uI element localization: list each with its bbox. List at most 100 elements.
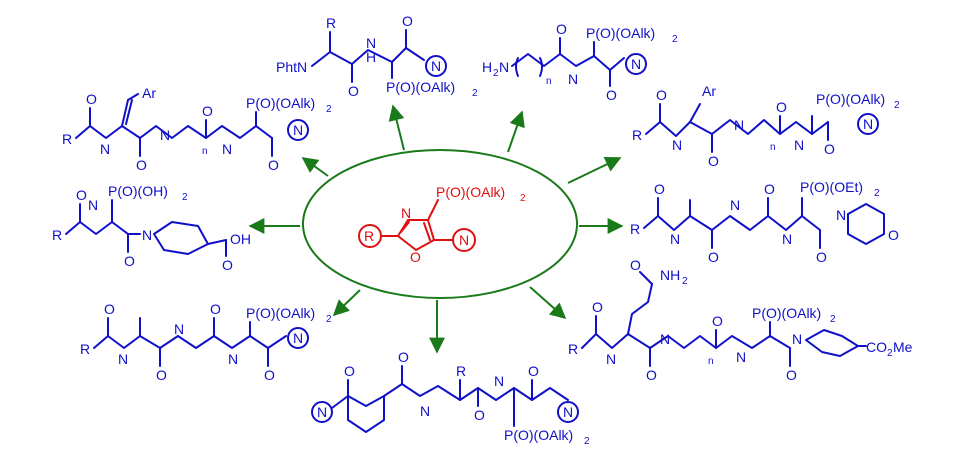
label-o: O <box>104 301 115 317</box>
label-o: O <box>86 91 97 107</box>
label-ar: Ar <box>142 85 156 101</box>
arrow-1 <box>388 104 405 151</box>
core-phosphonate: P(O)(OAlk) <box>436 184 505 200</box>
label-sub2: 2 <box>472 88 478 99</box>
arrow-7 <box>332 289 361 317</box>
core-amine-n: N <box>459 232 469 248</box>
label-o: O <box>776 99 787 115</box>
label-ar: Ar <box>702 83 716 99</box>
product-dehydro-ar: R O N Ar O N n O N P(O)(OAlk) 2 O N <box>62 85 332 173</box>
label-n-ring: N <box>431 58 441 74</box>
label-sub2: 2 <box>894 100 900 111</box>
label-n: N <box>606 351 616 367</box>
label-o: O <box>210 301 221 317</box>
product-phosphonic-acid: R O N P(O)(OH) 2 O N O OH <box>52 183 251 273</box>
label-o: O <box>708 249 719 265</box>
label-n-ring: N <box>293 330 303 346</box>
label-n-ring: N <box>293 122 303 138</box>
label-n-ring: N <box>631 56 641 72</box>
core-r-label: R <box>364 228 374 244</box>
label-o: O <box>556 21 567 37</box>
label-o: O <box>646 367 657 383</box>
label-nh2: NH <box>660 267 680 283</box>
label-r: R <box>632 127 642 143</box>
label-o: O <box>474 407 485 423</box>
label-o: O <box>124 253 135 269</box>
label-n: N <box>568 71 578 87</box>
label-n: N <box>836 207 846 223</box>
label-sub2: 2 <box>672 34 678 45</box>
label-o: O <box>630 257 641 273</box>
central-ellipse <box>302 149 578 299</box>
label-sub2: 2 <box>682 276 688 287</box>
label-r: R <box>326 15 336 31</box>
product-phtn-peptide: PhtN R O N H P(O)(OAlk) 2 O N <box>276 13 478 99</box>
label-phosphonate: P(O)(OAlk) <box>386 79 455 95</box>
label-n: N <box>118 351 128 367</box>
product-ala-gly: R O N O N O N P(O)(OAlk) 2 O N <box>80 301 332 383</box>
label-o: O <box>402 13 413 29</box>
label-n-ring: N <box>563 404 573 420</box>
label-o: O <box>76 187 87 203</box>
label-o: O <box>654 181 665 197</box>
product-h2n-peptide: H 2 N n O N P(O)(OAlk) 2 O N <box>482 21 678 103</box>
label-h: H <box>482 59 492 75</box>
label-sub2: 2 <box>584 436 590 447</box>
product-phthalic-diamide: N O O N R O N P(O)(OAlk) 2 O N <box>311 349 590 447</box>
label-n-sub: n <box>202 146 208 157</box>
label-o: O <box>202 103 213 119</box>
label-r: R <box>630 221 640 237</box>
label-phosphonate: P(O)(OAlk) <box>246 95 315 111</box>
label-n-sub: n <box>708 356 714 367</box>
label-sub2: 2 <box>326 104 332 115</box>
label-n-ring: N <box>863 116 873 132</box>
label-n: N <box>794 137 804 153</box>
label-sub2: 2 <box>182 192 188 203</box>
label-n: N <box>730 197 740 213</box>
label-sub2: 2 <box>874 188 880 199</box>
label-o-ring: O <box>888 227 899 243</box>
label-o: O <box>606 87 617 103</box>
core-ring-n: N <box>401 205 411 221</box>
label-o: O <box>344 363 355 379</box>
label-n: N <box>228 351 238 367</box>
label-o: O <box>222 257 233 273</box>
label-n: N <box>660 331 670 347</box>
label-o: O <box>708 153 719 169</box>
arrow-2 <box>507 110 525 153</box>
label-sub2: 2 <box>326 314 332 325</box>
label-n: N <box>420 403 430 419</box>
label-r: R <box>62 131 72 147</box>
label-n: N <box>88 197 98 213</box>
label-phtn: PhtN <box>276 59 307 75</box>
label-o: O <box>398 349 409 365</box>
reaction-arrows <box>248 104 624 354</box>
label-h: H <box>366 49 376 65</box>
label-n: N <box>670 231 680 247</box>
label-o: O <box>268 157 279 173</box>
product-gln-piperidine: R O N O NH 2 O N n O N P(O)(OAlk) 2 O N … <box>568 257 913 383</box>
label-r: R <box>80 341 90 357</box>
label-o: O <box>786 367 797 383</box>
label-o: O <box>712 313 723 329</box>
label-n: N <box>782 231 792 247</box>
label-n: N <box>366 35 376 51</box>
label-o: O <box>136 157 147 173</box>
label-phosphonate: P(O)(OAlk) <box>504 427 573 443</box>
label-co: CO <box>866 339 887 355</box>
label-n: N <box>222 141 232 157</box>
label-o: O <box>816 249 827 265</box>
label-n: N <box>734 117 744 133</box>
label-n: N <box>736 349 746 365</box>
label-n: N <box>100 141 110 157</box>
core-oxazole: R N O P(O)(OAlk) 2 N <box>358 184 526 265</box>
label-sub2: 2 <box>493 68 499 79</box>
label-n: N <box>672 137 682 153</box>
arrow-5 <box>529 286 567 320</box>
label-o: O <box>348 83 359 99</box>
label-r: R <box>568 341 578 357</box>
label-o: O <box>156 367 167 383</box>
label-oh: OH <box>230 231 251 247</box>
label-o: O <box>592 299 603 315</box>
label-n: N <box>499 59 509 75</box>
